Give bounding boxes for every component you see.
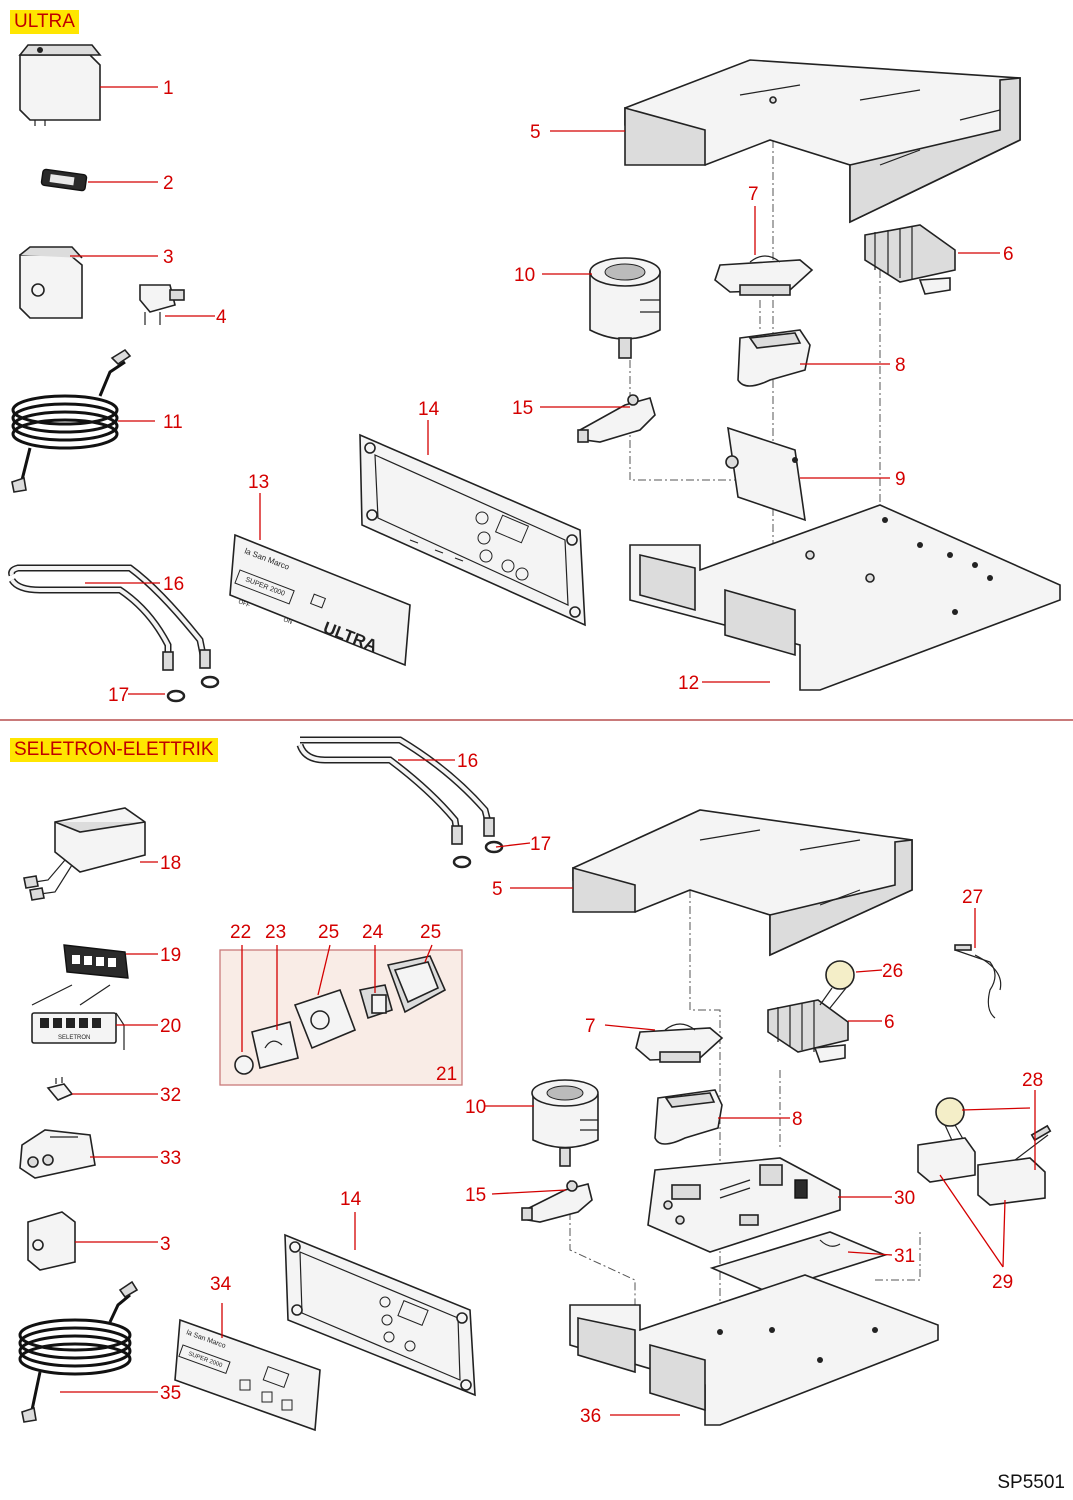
part-2-switch xyxy=(40,168,88,192)
part-33-block xyxy=(19,1129,96,1179)
seletron-callout-25: 25 xyxy=(318,922,339,943)
seletron-callout-28: 28 xyxy=(1022,1070,1043,1091)
ultra-callout-12: 12 xyxy=(678,673,699,694)
ultra-callout-4: 4 xyxy=(216,307,227,328)
part-3b-relay xyxy=(27,1211,76,1271)
seletron-callout-23: 23 xyxy=(265,922,286,943)
ultra-callout-2: 2 xyxy=(163,173,174,194)
drawing-reference: SP5501 xyxy=(997,1472,1065,1493)
ultra-callout-5: 5 xyxy=(530,122,541,143)
seletron-callout-10: 10 xyxy=(465,1097,486,1118)
seletron-callout-21: 21 xyxy=(436,1064,457,1085)
seletron-callout-24: 24 xyxy=(362,922,384,943)
ultra-callout-16: 16 xyxy=(163,574,184,595)
seletron-callout-22: 22 xyxy=(230,922,251,943)
seletron-callout-30: 30 xyxy=(894,1188,915,1209)
part-12-base xyxy=(629,504,1061,691)
seletron-callout-35: 35 xyxy=(160,1383,181,1404)
part-8b-bracket xyxy=(654,1089,723,1145)
part-17b-gaskets xyxy=(452,840,504,869)
part-11-cable xyxy=(11,348,132,493)
part-14b-control-frame xyxy=(284,1233,476,1397)
leaders-top xyxy=(70,86,1000,695)
ultra-callout-13: 13 xyxy=(248,472,269,493)
seletron-callout-18: 18 xyxy=(160,853,181,874)
leaders-bottom xyxy=(60,759,1036,1416)
part-8-bracket xyxy=(737,329,811,387)
part-21-switch-group xyxy=(219,949,463,1086)
seletron-callout-25: 25 xyxy=(420,922,441,943)
part-28-29-triac-blocks xyxy=(917,1097,1052,1206)
seletron-callout-7: 7 xyxy=(585,1016,596,1037)
part-7b-clamp xyxy=(635,1023,724,1063)
seletron-callout-3: 3 xyxy=(160,1234,171,1255)
ultra-callout-3: 3 xyxy=(163,247,174,268)
ultra-callout-6: 6 xyxy=(1003,244,1014,265)
section-divider xyxy=(0,719,1073,721)
seletron-callout-6: 6 xyxy=(884,1012,895,1033)
ultra-callout-15: 15 xyxy=(512,398,533,419)
keypad-label-text: SELETRON xyxy=(58,1035,90,1041)
ultra-callout-7: 7 xyxy=(748,184,759,205)
seletron-callout-31: 31 xyxy=(894,1246,915,1267)
part-1-transformer xyxy=(18,44,102,126)
ultra-callout-8: 8 xyxy=(895,355,906,376)
ultra-callout-9: 9 xyxy=(895,469,906,490)
seletron-callout-16: 16 xyxy=(457,751,478,772)
seletron-callout-29: 29 xyxy=(992,1272,1013,1293)
part-3-relay xyxy=(19,246,83,319)
part-26-varistor xyxy=(819,960,855,1009)
seletron-callout-17: 17 xyxy=(530,834,551,855)
part-16b-heating-element xyxy=(296,736,495,845)
ultra-callout-14: 14 xyxy=(418,399,440,420)
part-10b-coil xyxy=(531,1079,599,1167)
part-4-pressure-switch xyxy=(139,284,185,325)
part-6-heatsink xyxy=(864,224,956,295)
ultra-callout-10: 10 xyxy=(514,265,535,286)
seletron-callout-5: 5 xyxy=(492,879,503,900)
seletron-callout-8: 8 xyxy=(792,1109,803,1130)
ultra-callout-17: 17 xyxy=(108,685,129,706)
part-27-probe xyxy=(954,944,1002,1019)
section-label-ultra: ULTRA xyxy=(10,10,79,34)
part-34-front-panel-seletron: la San Marco SUPER 2000 xyxy=(174,1318,321,1432)
part-35-cable xyxy=(18,1280,139,1423)
part-19-keypad xyxy=(31,944,129,1006)
seletron-callout-14: 14 xyxy=(340,1189,362,1210)
part-5b-top-cover xyxy=(572,809,913,957)
part-14-control-frame xyxy=(359,433,586,627)
part-6b-heatsink xyxy=(767,999,849,1063)
part-7-clamp xyxy=(714,255,814,296)
part-13-front-panel-ultra: la San Marco SUPER 2000 OFF ON ULTRA xyxy=(229,533,411,667)
part-17-gaskets xyxy=(166,675,220,703)
part-5-top-cover xyxy=(624,59,1021,224)
seletron-callout-20: 20 xyxy=(160,1016,181,1037)
part-30-circuit-board xyxy=(647,1157,841,1253)
seletron-callout-15: 15 xyxy=(465,1185,486,1206)
seletron-callout-32: 32 xyxy=(160,1085,181,1106)
part-15-lever xyxy=(577,394,656,443)
part-16-heating-element xyxy=(8,564,211,671)
seletron-callout-26: 26 xyxy=(882,961,903,982)
section-label-seletron: SELETRON-ELETTRIK xyxy=(10,738,218,762)
seletron-callout-27: 27 xyxy=(962,887,983,908)
part-20-keypad-label: SELETRON xyxy=(31,1012,125,1050)
ultra-callout-1: 1 xyxy=(163,78,174,99)
part-10-coil xyxy=(589,257,661,359)
ultra-callout-11: 11 xyxy=(163,412,183,433)
part-18-transformer xyxy=(23,807,146,901)
seletron-callout-19: 19 xyxy=(160,945,181,966)
seletron-callout-33: 33 xyxy=(160,1148,181,1169)
part-15b-lever xyxy=(521,1180,593,1223)
part-36-base xyxy=(569,1274,939,1426)
panel-ultra-off: OFF xyxy=(237,599,251,609)
part-9-plate xyxy=(725,426,806,522)
seletron-callout-36: 36 xyxy=(580,1406,601,1427)
seletron-callout-34: 34 xyxy=(210,1274,232,1295)
part-32-fuse xyxy=(46,1077,74,1101)
panel-ultra-on: ON xyxy=(282,617,293,626)
